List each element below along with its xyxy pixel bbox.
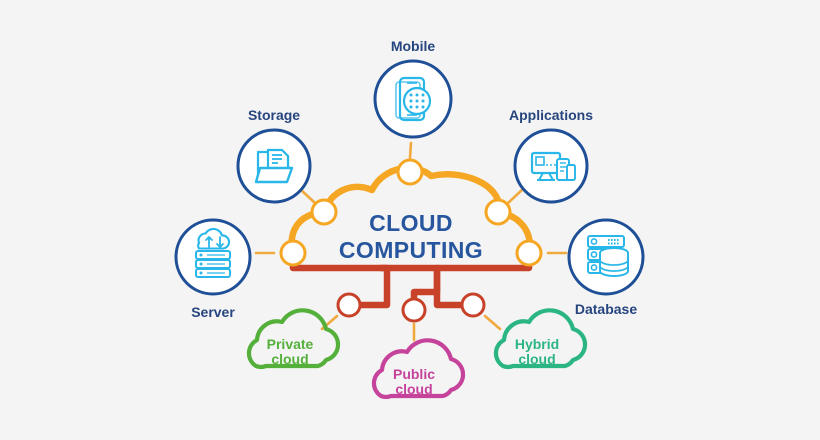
node-upper-right[interactable] (484, 198, 512, 226)
deployment-cloud-hybrid[interactable]: Hybrid cloud (493, 308, 588, 370)
center-title-line1: CLOUD (369, 210, 453, 236)
storage-label: Storage (248, 107, 300, 123)
service-server[interactable]: Server (174, 218, 252, 320)
public-cloud-outline (371, 338, 466, 400)
mobile-label: Mobile (391, 38, 436, 54)
service-database[interactable]: Database (567, 218, 645, 317)
service-applications[interactable]: Applications (509, 107, 593, 204)
center-title-line2: COMPUTING (339, 237, 483, 263)
private-cloud-outline (246, 308, 341, 370)
hybrid-cloud-outline (493, 308, 588, 370)
applications-label: Applications (509, 107, 593, 123)
public-cloud-label-line1: Public (393, 366, 435, 382)
connector-nodes (279, 158, 543, 323)
private-cloud-label-line2: cloud (271, 351, 308, 367)
dash-hybrid-cloud (483, 314, 502, 331)
hybrid-cloud-label-line1: Hybrid (515, 336, 559, 352)
deployment-cloud-private[interactable]: Private cloud (246, 308, 341, 370)
database-cylinder-icon (587, 235, 629, 277)
center-title: CLOUD COMPUTING (339, 210, 483, 263)
node-left[interactable] (279, 239, 307, 267)
private-cloud-label-line1: Private (267, 336, 314, 352)
database-label: Database (575, 301, 637, 317)
server-label: Server (191, 304, 235, 320)
node-hybrid[interactable] (460, 292, 486, 318)
dash-storage (298, 187, 317, 205)
public-cloud-label-line2: cloud (395, 381, 432, 397)
node-private[interactable] (336, 292, 362, 318)
dash-mobile (408, 141, 413, 160)
cloud-server-rack-icon (194, 227, 232, 279)
smartphone-dialpad-icon (394, 76, 432, 122)
service-storage[interactable]: Storage (236, 107, 312, 204)
node-top[interactable] (396, 158, 424, 186)
node-upper-left[interactable] (310, 198, 338, 226)
service-mobile[interactable]: Mobile (373, 38, 453, 139)
deployment-connectors (289, 252, 533, 309)
hybrid-cloud-label-line2: cloud (518, 351, 555, 367)
deployment-cloud-public[interactable]: Public cloud (371, 338, 466, 400)
node-right[interactable] (515, 239, 543, 267)
node-public[interactable] (401, 297, 427, 323)
dash-applications (506, 187, 525, 205)
